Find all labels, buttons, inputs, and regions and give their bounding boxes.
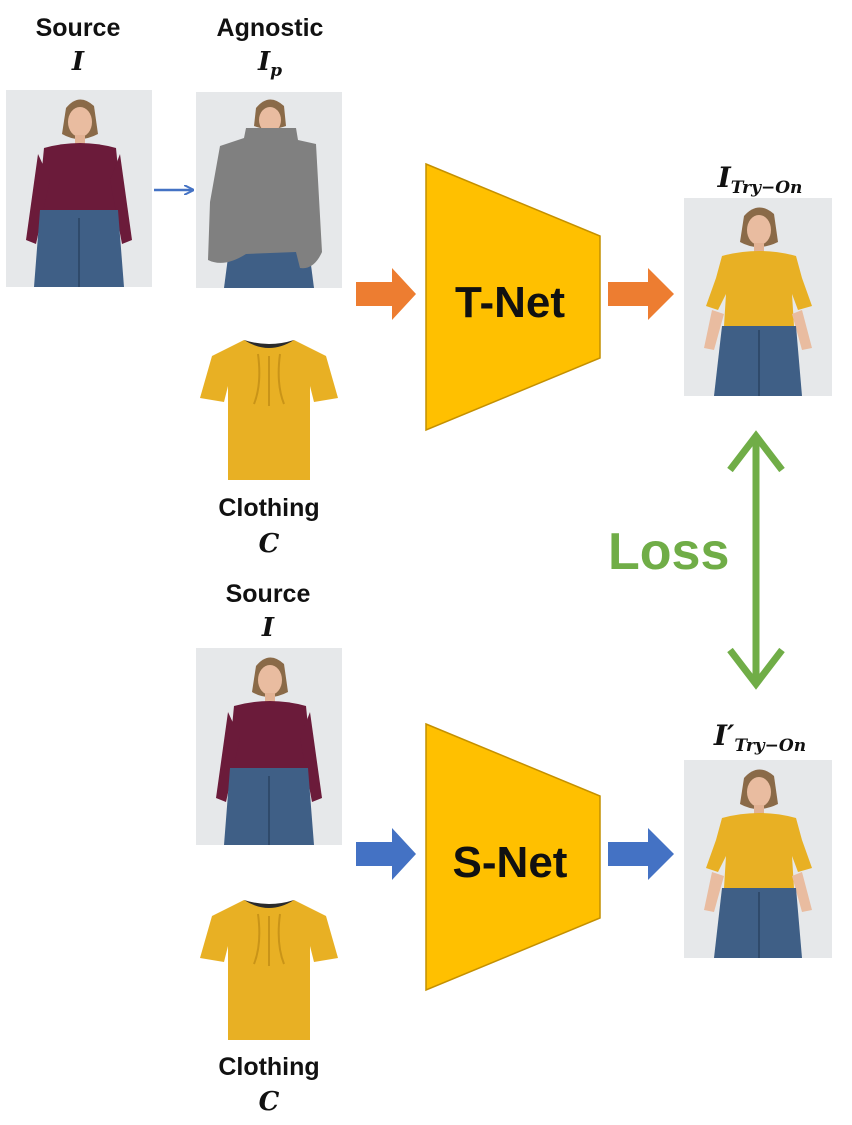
source-photo-top [6, 90, 152, 287]
t-net-block [425, 162, 601, 432]
person-maroon-illustration [196, 648, 342, 845]
person-yellow-illustration [684, 198, 832, 396]
t-net-label: T-Net [455, 278, 565, 327]
top-output-symbol: ITry−On [717, 161, 803, 199]
blue-arrow-out-of-s-net [608, 828, 674, 880]
top-output-photo [684, 198, 832, 396]
yellow-shirt-illustration [200, 340, 338, 480]
person-masked-illustration [196, 92, 342, 288]
orange-arrow-into-t-net [356, 268, 416, 320]
top-clothing-label: Clothing [218, 494, 320, 522]
s-net-block [425, 722, 601, 992]
bottom-source-label: Source [225, 580, 311, 608]
bottom-source-symbol: I [261, 613, 275, 643]
agnostic-photo [196, 92, 342, 288]
orange-arrow-out-of-t-net [608, 268, 674, 320]
yellow-shirt-illustration [200, 900, 338, 1040]
loss-label: Loss [608, 523, 730, 581]
source-photo-bottom [196, 648, 342, 845]
person-yellow-illustration [684, 760, 832, 958]
s-net-label: S-Net [452, 838, 568, 887]
agnostic-label: Agnostic [216, 14, 324, 42]
clothing-shirt-bottom [198, 894, 340, 1042]
top-clothing-symbol: C [258, 529, 280, 559]
bottom-output-symbol: I′Try−On [713, 719, 807, 757]
bottom-output-photo [684, 760, 832, 958]
blue-arrow-into-s-net [356, 828, 416, 880]
clothing-shirt-top [198, 334, 340, 482]
bottom-clothing-label: Clothing [218, 1053, 320, 1081]
top-source-symbol: I [71, 47, 85, 77]
top-source-label: Source [35, 14, 121, 42]
bottom-clothing-symbol: C [258, 1087, 280, 1117]
agnostic-symbol: Ip [257, 47, 283, 81]
person-maroon-illustration [6, 90, 152, 287]
loss-double-arrow [727, 430, 785, 690]
